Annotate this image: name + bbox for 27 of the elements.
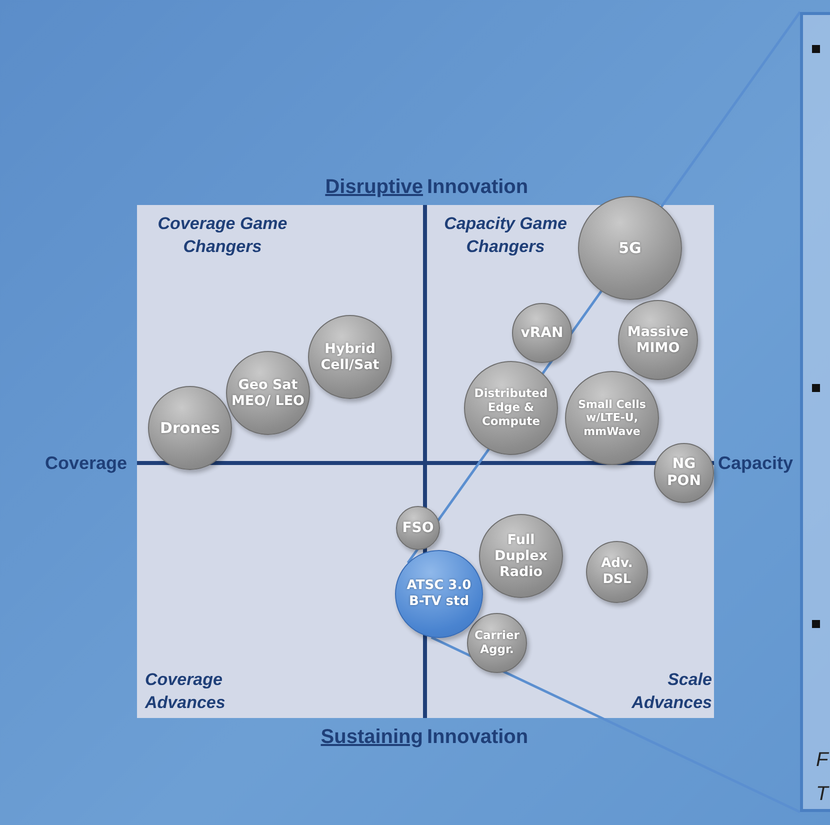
bubble-label: Distributed Edge & Compute	[473, 387, 549, 429]
bubble-label: Drones	[160, 419, 220, 437]
callout-line	[430, 636, 801, 814]
axis-label: Innovation	[427, 176, 528, 199]
bubble-label: Adv. DSL	[600, 556, 634, 588]
bubble-label: Small Cells w/LTE-U, mmWave	[577, 398, 647, 438]
axis-label: Capacity	[718, 453, 794, 474]
bubble-label: NG PON	[666, 456, 702, 490]
axis-label: Disruptive	[325, 176, 423, 199]
axis-label: Innovation	[427, 726, 528, 749]
quadrant-label: Capacity Game Changers	[443, 213, 568, 258]
axis-label: Coverage	[44, 453, 127, 474]
quadrant-label: Coverage Game Changers	[156, 213, 288, 258]
bubble-label: Geo Sat MEO/ LEO	[230, 376, 306, 410]
axis-label: Sustaining	[320, 726, 423, 749]
bubble-label: Carrier Aggr.	[474, 629, 520, 657]
bubble-label: ATSC 3.0 B-TV std	[406, 578, 472, 610]
callout-panel	[800, 12, 830, 812]
quadrant-label: Scale Advances	[630, 669, 712, 714]
bubble-label: Full Duplex Radio	[494, 532, 548, 580]
bubble-label: vRAN	[520, 324, 564, 342]
callout-text: F T	[816, 748, 829, 807]
quadrant-label: Coverage Advances	[145, 669, 226, 714]
bubble-label: Hybrid Cell/Sat	[320, 340, 380, 374]
bubble-label: Massive MIMO	[626, 324, 690, 356]
bubble-label: FSO	[402, 520, 434, 536]
bubble-label: 5G	[618, 239, 642, 257]
